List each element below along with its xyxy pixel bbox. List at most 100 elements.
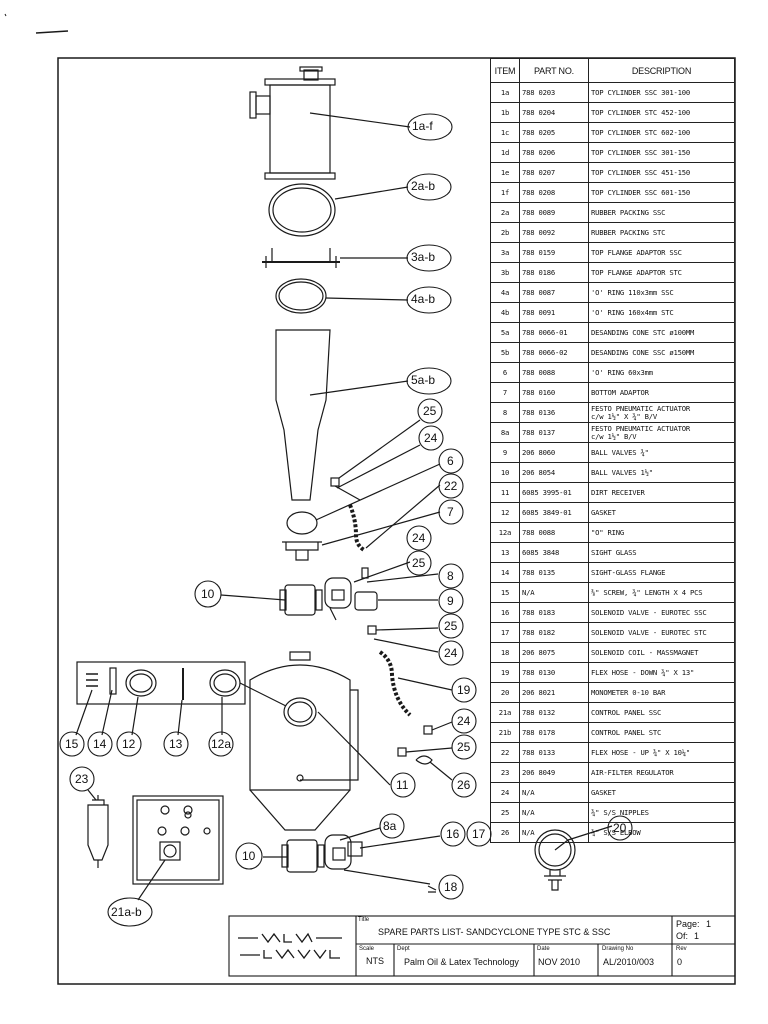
- sight-glass-parts-drawing: [75, 661, 287, 736]
- item-cell: 14: [490, 562, 520, 583]
- top-cylinder-drawing: [249, 66, 411, 180]
- part-no-cell: 788 0159: [519, 242, 589, 263]
- description-cell: MONOMETER 0-10 BAR: [588, 682, 735, 703]
- part-no-cell: 788 0160: [519, 382, 589, 403]
- flex-hose-up-drawing: [330, 419, 441, 552]
- callout-label: 11: [396, 778, 409, 792]
- description-cell: RUBBER PACKING STC: [588, 222, 735, 243]
- part-no-cell: 788 0089: [519, 202, 589, 223]
- alfa-laval-logo: [238, 932, 342, 960]
- description-cell: TOP CYLINDER SSC 601-150: [588, 182, 735, 203]
- description-text: DESANDING CONE STC ø100MM: [591, 327, 695, 337]
- part-no-cell: 788 0133: [519, 742, 589, 763]
- part-no-cell: 788 0204: [519, 102, 589, 123]
- callout-label: 12a: [211, 737, 232, 751]
- callout-circles: [59, 113, 633, 927]
- item-cell: 8: [490, 402, 520, 423]
- callout-label: 3a-b: [411, 250, 436, 264]
- callout-label: 24: [444, 646, 458, 660]
- item-cell: 7: [490, 382, 520, 403]
- part-no-cell: 206 8021: [519, 682, 589, 703]
- item-cell: 8a: [490, 422, 520, 443]
- item-cell: 3b: [490, 262, 520, 283]
- description-text: DESANDING CONE SSC ø150MM: [591, 347, 695, 357]
- description-cell: "O" RING: [588, 522, 735, 543]
- bottom-adaptor-drawing: [282, 511, 441, 561]
- part-no-cell: 788 0087: [519, 282, 589, 303]
- drawing-border: [57, 57, 736, 985]
- description-text-line2: c/w 1½" X ¾" B/V: [591, 411, 658, 421]
- description-text: GASKET: [591, 787, 616, 797]
- page-label: Page:: [676, 919, 700, 929]
- description-cell: AIR-FILTER REGULATOR: [588, 762, 735, 783]
- callout-label: 25: [457, 740, 471, 754]
- description-text: TOP CYLINDER SSC 301-150: [591, 147, 691, 157]
- callout-label: 17: [472, 827, 486, 841]
- item-cell: 2a: [490, 202, 520, 223]
- desanding-cone-drawing: [275, 329, 409, 501]
- description-text: ⅜" SCREW, ¾" LENGTH X 4 PCS: [591, 587, 703, 597]
- item-cell: 13: [490, 542, 520, 563]
- description-cell: GASKET: [588, 502, 735, 523]
- description-text: CONTROL PANEL STC: [591, 727, 662, 737]
- title-label: Title: [358, 917, 370, 923]
- item-cell: 5b: [490, 342, 520, 363]
- description-cell: FLEX HOSE - UP ¾" X 10¼": [588, 742, 735, 763]
- scale-label: Scale: [359, 946, 375, 952]
- description-text: TOP FLANGE ADAPTOR SSC: [591, 247, 682, 257]
- callout-label: 10: [242, 849, 256, 863]
- description-cell: CONTROL PANEL STC: [588, 722, 735, 743]
- item-cell: 23: [490, 762, 520, 783]
- callout-label: 24: [457, 714, 471, 728]
- description-cell: RUBBER PACKING SSC: [588, 202, 735, 223]
- item-cell: 1c: [490, 122, 520, 143]
- description-text: TOP CYLINDER STC 602-100: [591, 127, 691, 137]
- callout-label: 6: [447, 454, 454, 468]
- callout-label: 25: [423, 404, 437, 418]
- callout-label: 4a-b: [411, 292, 436, 306]
- description-text: ¾" S/S ELBOW: [591, 827, 641, 837]
- item-cell: 9: [490, 442, 520, 463]
- description-cell: TOP FLANGE ADAPTOR STC: [588, 262, 735, 283]
- description-cell: ¾" S/S NIPPLES: [588, 802, 735, 823]
- item-cell: 12a: [490, 522, 520, 543]
- item-cell: 1b: [490, 102, 520, 123]
- col-header-item: ITEM: [490, 58, 520, 83]
- item-cell: 21b: [490, 722, 520, 743]
- description-text: FESTO PNEUMATIC ACTUATOR: [591, 403, 691, 413]
- item-cell: 2b: [490, 222, 520, 243]
- description-cell: TOP CYLINDER STC 452-100: [588, 102, 735, 123]
- part-no-cell: 788 0182: [519, 622, 589, 643]
- description-text: 'O' RING 110x3mm SSC: [591, 287, 674, 297]
- description-cell: ¾" S/S ELBOW: [588, 822, 735, 843]
- description-text: SIGHT-GLASS FLANGE: [591, 567, 666, 577]
- description-text: "O" RING: [591, 527, 625, 537]
- item-cell: 4a: [490, 282, 520, 303]
- callout-label: 18: [444, 880, 458, 894]
- description-cell: FLEX HOSE - DOWN ¾" X 13": [588, 662, 735, 683]
- part-no-cell: N/A: [519, 582, 589, 603]
- description-cell: SOLENOID VALVE - EUROTEC SSC: [588, 602, 735, 623]
- callout-label: 26: [457, 778, 471, 792]
- title-block-lines: [228, 915, 736, 977]
- description-text: DIRT RECEIVER: [591, 487, 645, 497]
- description-cell: SOLENOID COIL - MASSMAGNET: [588, 642, 735, 663]
